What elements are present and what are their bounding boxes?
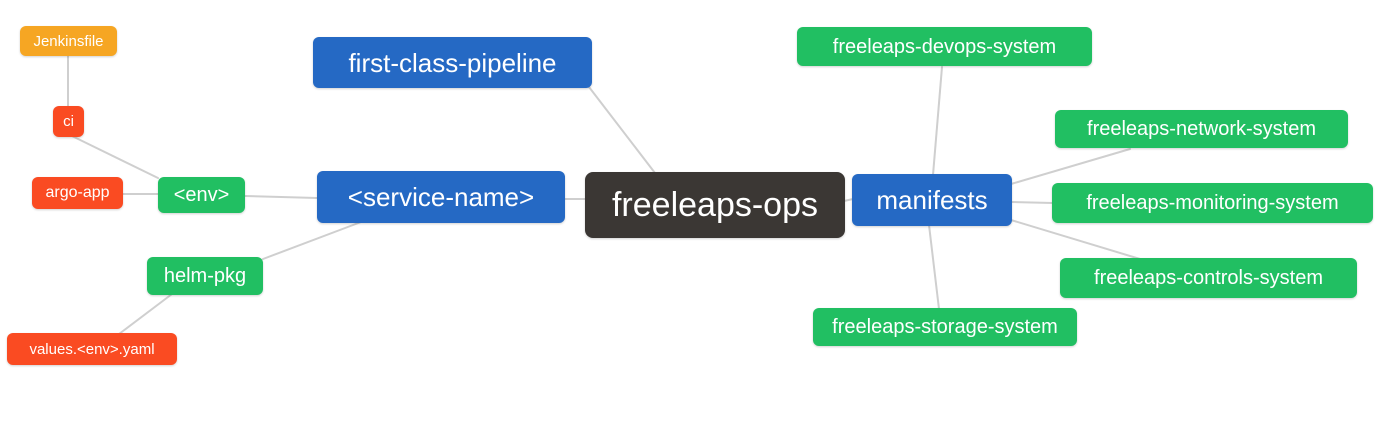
edge-manifests-controls (1010, 219, 1141, 260)
node-manifests[interactable]: manifests (852, 174, 1012, 226)
node-freeleaps-monitoring-system[interactable]: freeleaps-monitoring-system (1052, 183, 1373, 223)
edge-env-service-name (244, 195, 318, 199)
node-values-env-yaml[interactable]: values.<env>.yaml (7, 333, 177, 365)
node-service-name[interactable]: <service-name> (317, 171, 565, 223)
edge-manifests-monitoring (1010, 201, 1054, 204)
node-freeleaps-ops[interactable]: freeleaps-ops (585, 172, 845, 238)
node-freeleaps-devops-system[interactable]: freeleaps-devops-system (797, 27, 1092, 66)
node-freeleaps-storage-system[interactable]: freeleaps-storage-system (813, 308, 1077, 346)
edge-first-class-pipeline-ops (588, 86, 656, 174)
node-argo-app[interactable]: argo-app (32, 177, 123, 209)
node-freeleaps-network-system[interactable]: freeleaps-network-system (1055, 110, 1348, 148)
edge-ci-env (71, 135, 159, 179)
edge-manifests-network (1010, 148, 1131, 185)
node-ci[interactable]: ci (53, 106, 84, 137)
node-first-class-pipeline[interactable]: first-class-pipeline (313, 37, 592, 88)
edge-helm-pkg-values-env-yaml (118, 293, 173, 335)
edge-manifests-devops (932, 66, 943, 176)
node-helm-pkg[interactable]: helm-pkg (147, 257, 263, 295)
node-env[interactable]: <env> (158, 177, 245, 213)
edge-manifests-storage (928, 224, 940, 310)
node-freeleaps-controls-system[interactable]: freeleaps-controls-system (1060, 258, 1357, 298)
edge-service-name-helm-pkg (262, 221, 362, 260)
node-jenkinsfile[interactable]: Jenkinsfile (20, 26, 117, 56)
